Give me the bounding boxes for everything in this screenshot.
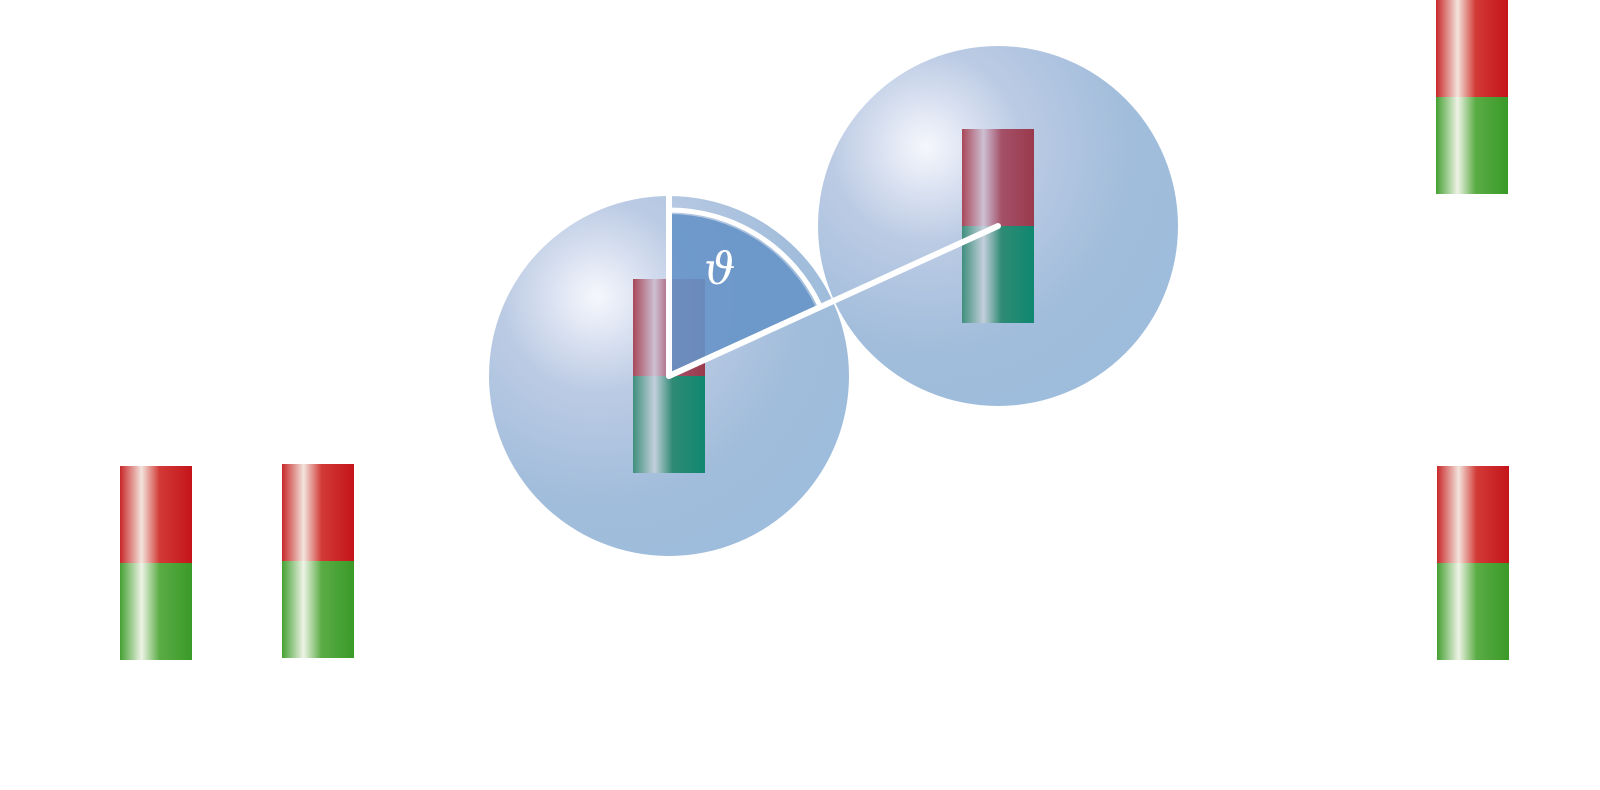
magnet-top-right (1436, 0, 1508, 194)
magnet-south-pole (962, 226, 1034, 323)
magnet-north-pole (120, 466, 192, 563)
magnet-south-pole (1437, 563, 1509, 660)
magnet-north-pole (282, 464, 354, 561)
angle-arc (668, 207, 823, 308)
magnet-south-pole (1436, 97, 1508, 194)
magnet-north-pole (962, 129, 1034, 226)
magnet-bottom-right (1437, 466, 1509, 660)
angle-label: ϑ (704, 244, 735, 295)
magnet-south-pole (282, 561, 354, 658)
angle-wedge (669, 214, 816, 376)
magnet-south-pole (633, 376, 705, 473)
magnet-south-pole (120, 563, 192, 660)
magnet-north-pole (1436, 0, 1508, 97)
magnet-bottom-left-1 (120, 466, 192, 660)
magnet-bottom-left-2 (282, 464, 354, 658)
center-connecting-line (666, 223, 1001, 379)
magnet-north-pole (1437, 466, 1509, 563)
